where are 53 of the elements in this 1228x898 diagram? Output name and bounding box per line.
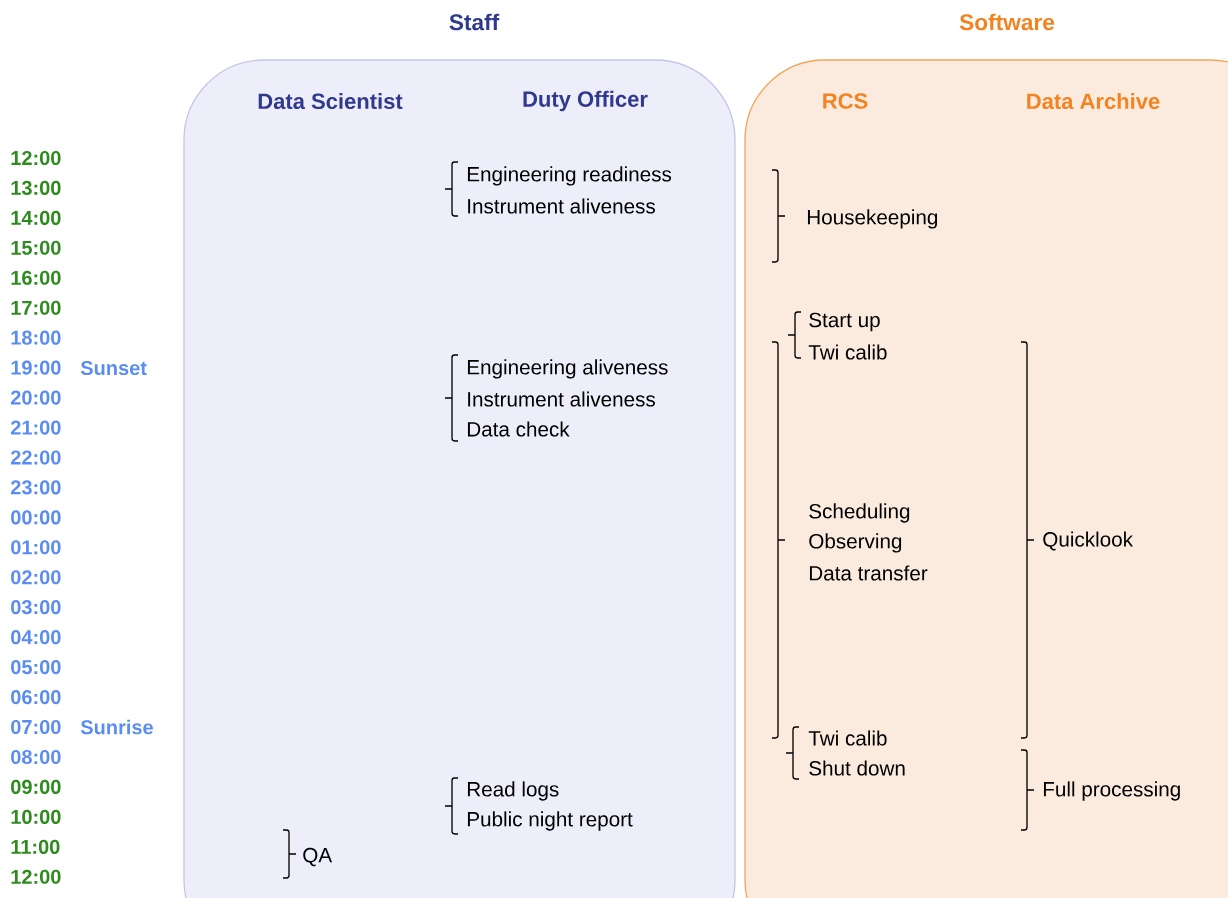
task-label: Observing (809, 533, 902, 553)
column-heading: Data Scientist (258, 92, 403, 110)
time-label: 06:00 (11, 690, 61, 705)
time-label: 11:00 (11, 839, 60, 854)
task-label: Instrument aliveness (468, 391, 655, 407)
time-label: 02:00 (11, 570, 61, 585)
group-heading: Staff (449, 13, 500, 31)
task-label: Engineering aliveness (467, 359, 668, 379)
time-label: 12:00 (11, 150, 61, 166)
column-heading: Duty Officer (523, 90, 648, 112)
time-label: 07:00 (11, 719, 61, 735)
time-label: 01:00 (11, 540, 61, 555)
task-label: Full processing (1043, 781, 1180, 801)
time-label: 19:00 (11, 360, 61, 375)
task-label: Shut down (809, 760, 905, 776)
time-label: 09:00 (11, 779, 61, 794)
time-label: 21:00 (10, 420, 61, 435)
time-label: 22:00 (10, 450, 61, 465)
time-label: 15:00 (11, 240, 61, 255)
task-label: Scheduling (809, 503, 910, 523)
time-label: 13:00 (11, 180, 61, 195)
time-label: 12:00 (11, 869, 61, 884)
time-label: 16:00 (11, 270, 61, 285)
group-heading: Software (959, 13, 1055, 31)
task-label: Engineering readiness (467, 166, 672, 186)
task-label: Read logs (467, 781, 559, 801)
time-label: 14:00 (11, 210, 61, 225)
time-label: 04:00 (11, 630, 61, 645)
task-label: Public night report (467, 811, 633, 831)
task-label: Data transfer (809, 565, 928, 581)
task-label: Instrument aliveness (468, 198, 655, 214)
time-label: 17:00 (11, 300, 61, 315)
time-label: 05:00 (11, 660, 61, 675)
column-heading: RCS (823, 93, 868, 109)
task-label: Start up (809, 312, 880, 332)
task-label: Quicklook (1043, 531, 1133, 551)
time-label: 23:00 (10, 480, 61, 495)
panel (183, 59, 736, 898)
time-label: 00:00 (11, 510, 61, 525)
time-label: 08:00 (11, 749, 61, 765)
task-label: Twi calib (808, 730, 887, 746)
time-label: 20:00 (10, 390, 61, 405)
column-heading: Data Archive (1027, 92, 1160, 110)
task-label: Twi calib (808, 344, 887, 360)
event-label: Sunset (80, 360, 147, 376)
task-label: Housekeeping (807, 209, 938, 229)
time-label: 10:00 (11, 809, 61, 824)
event-label: Sunrise (80, 719, 153, 735)
panel (744, 59, 1228, 898)
time-label: 18:00 (11, 330, 61, 345)
task-label: QA (303, 847, 333, 867)
time-label: 03:00 (11, 600, 61, 615)
task-label: Data check (467, 421, 570, 437)
